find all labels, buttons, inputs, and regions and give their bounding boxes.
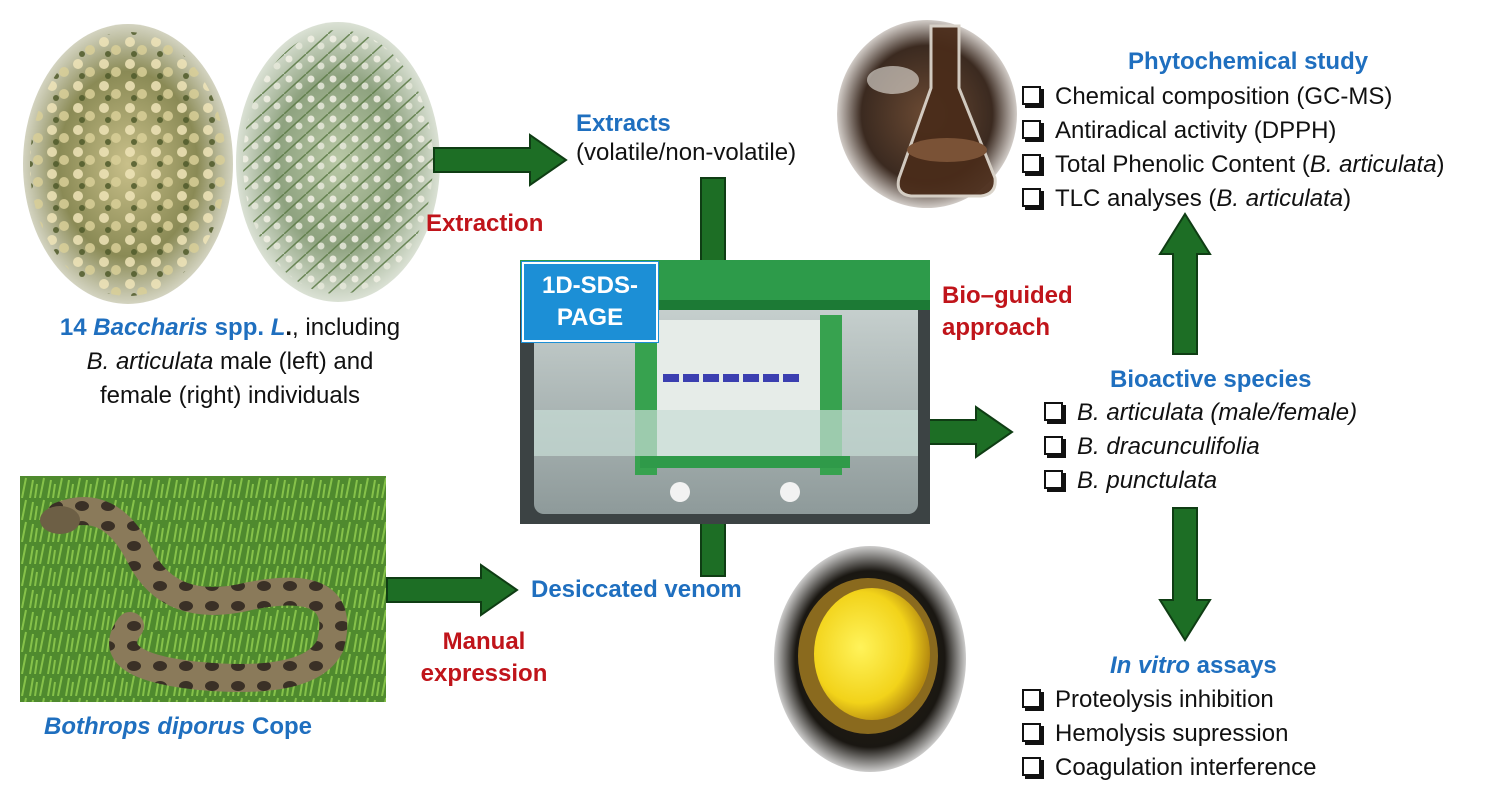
- extracts-block: Extracts (volatile/non-volatile): [576, 110, 796, 170]
- list-item: B. articulata (male/female): [1044, 396, 1357, 430]
- bothrops-snake-photo: [20, 476, 386, 702]
- manual-expression-label: Manual expression: [420, 628, 548, 687]
- checkbox-icon: [1022, 119, 1041, 139]
- gel-badge-text: 1D-SDS-PAGE: [541, 272, 638, 331]
- extracts-title: Extracts: [576, 110, 671, 137]
- checkbox-icon: [1022, 153, 1041, 173]
- extraction-label: Extraction: [426, 210, 544, 237]
- arrow-plants-to-extracts: [433, 133, 568, 187]
- gel-badge: 1D-SDS-PAGE: [522, 262, 658, 342]
- snake-caption: Bothrops diporus Cope: [44, 713, 312, 740]
- bioactive-title: Bioactive species: [1110, 366, 1312, 393]
- protein-bands: [663, 374, 799, 382]
- list-item: TLC analyses (B. articulata): [1022, 182, 1445, 216]
- checkbox-icon: [1044, 401, 1063, 421]
- list-item: Chemical composition (GC-MS): [1022, 80, 1445, 114]
- checkbox-icon: [1044, 469, 1063, 489]
- plants-caption: 14 Baccharis spp. L., including B. artic…: [59, 314, 401, 409]
- checkbox-icon: [1044, 435, 1063, 455]
- checkbox-icon: [1022, 756, 1041, 776]
- checkbox-icon: [1022, 722, 1041, 742]
- baccharis-plants-photo: [23, 22, 440, 304]
- checkbox-icon: [1022, 187, 1041, 207]
- arrow-snake-to-venom: [386, 563, 519, 617]
- list-item: Proteolysis inhibition: [1022, 683, 1317, 717]
- venom-vial-photo: [774, 546, 966, 772]
- desiccated-venom-label: Desiccated venom: [531, 576, 742, 603]
- list-item: Coagulation interference: [1022, 751, 1317, 785]
- list-item: Total Phenolic Content (B. articulata): [1022, 148, 1445, 182]
- list-item: B. punctulata: [1044, 464, 1357, 498]
- list-item: Hemolysis supression: [1022, 717, 1317, 751]
- invitro-list: Proteolysis inhibition Hemolysis supress…: [1022, 683, 1317, 785]
- checkbox-icon: [1022, 688, 1041, 708]
- arrow-bioactive-to-phytochemical: [1158, 212, 1212, 355]
- arrow-bioactive-to-invitro: [1158, 507, 1212, 642]
- phytochemical-list: Chemical composition (GC-MS) Antiradical…: [1022, 80, 1445, 216]
- phytochemical-title: Phytochemical study: [1128, 48, 1369, 75]
- bioguided-label: Bio–guided approach: [942, 282, 1073, 341]
- invitro-title: In vitro assays: [1110, 652, 1277, 679]
- bioactive-list: B. articulata (male/female) B. dracuncul…: [1044, 396, 1357, 498]
- extracts-subtitle: (volatile/non-volatile): [576, 139, 797, 166]
- checkbox-icon: [1022, 85, 1041, 105]
- list-item: Antiradical activity (DPPH): [1022, 114, 1445, 148]
- flask-extract-photo: [837, 20, 1017, 208]
- list-item: B. dracunculifolia: [1044, 430, 1357, 464]
